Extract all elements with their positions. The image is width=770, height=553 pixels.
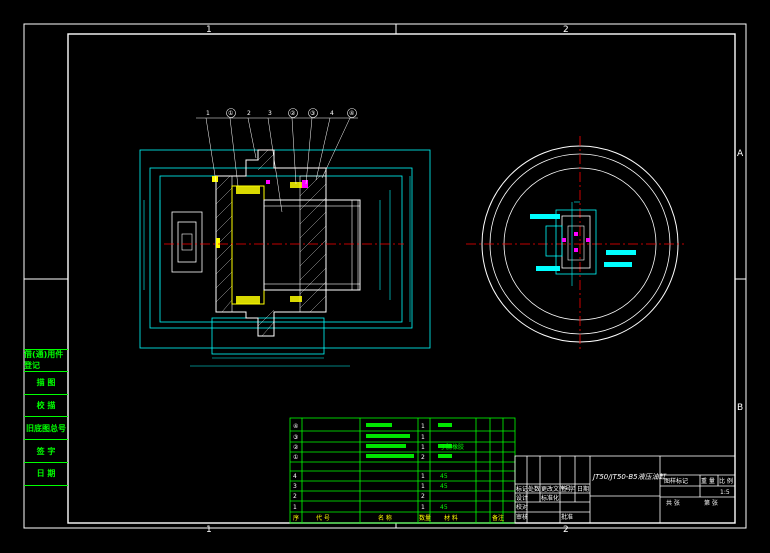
zone-bottom-2: 2	[563, 525, 569, 535]
bom-header: 序 代 号 名 称 数量 材 料 备注	[293, 514, 504, 522]
bom-head-code: 代 号	[316, 514, 330, 522]
bom-head-no: 序	[293, 514, 299, 522]
tb-marks: 标记	[516, 485, 528, 493]
balloon-circ-2: ②	[290, 110, 296, 117]
drawing-title: JT50/JT50-B5液压油缸	[591, 473, 667, 481]
tb-std: 标准化	[541, 494, 559, 502]
tb-date: 日期	[577, 485, 589, 493]
bom-cell-qty: 1	[421, 434, 425, 441]
bom-cell-no: ③	[293, 434, 298, 441]
balloon-1: 1	[206, 110, 210, 117]
left-block-cell: 日 期	[24, 463, 68, 486]
bom-cell-qty: 1	[421, 423, 425, 430]
bom-cell-material: 45	[440, 473, 448, 480]
inner-frame	[67, 33, 736, 524]
bom-cell-material: 45	[440, 483, 448, 490]
bom-cell-no: 1	[293, 504, 297, 511]
balloon-circ-4: ④	[349, 110, 354, 117]
balloon-circ-3: ③	[310, 110, 315, 117]
left-block-cell: 借(通)用件登记	[24, 349, 68, 372]
tb-sheet-of: 第 张	[704, 499, 718, 507]
tb-change-doc: 更改文件号	[541, 485, 571, 493]
revision-block: 借(通)用件登记描 图校 描旧底图总号签 字日 期	[24, 349, 68, 486]
tb-weight: 重 量	[701, 477, 715, 485]
bom-cell-qty: 2	[421, 493, 425, 500]
tb-scale: 比 例	[719, 477, 733, 485]
bom-cell-qty: 1	[421, 483, 425, 490]
end-view	[466, 136, 684, 352]
bom-table	[289, 417, 516, 524]
left-block-cell: 签 字	[24, 440, 68, 463]
bom-cell-qty: 2	[421, 454, 425, 461]
bom-cell-material: 45	[440, 504, 448, 511]
bom-cell-no: ①	[293, 454, 298, 461]
bom-head-qty: 数量	[419, 514, 431, 522]
bom-head-name: 名 称	[378, 514, 392, 522]
bom-cell-qty: 1	[421, 473, 425, 480]
zone-right-b: B	[737, 403, 743, 413]
balloon-3: 3	[268, 110, 272, 117]
tb-design: 设计	[516, 494, 528, 502]
tb-ratify: 批准	[561, 513, 573, 521]
bom-cell-material: 丁腈橡胶	[440, 443, 464, 451]
bom-cell-no: 2	[293, 493, 297, 500]
bom-cell-no: 3	[293, 483, 297, 490]
left-block-cell: 旧底图总号	[24, 417, 68, 441]
zone-top-1: 1	[206, 25, 212, 35]
zone-top-2: 2	[563, 25, 569, 35]
tb-qty: 处数	[528, 485, 540, 493]
title-block-labels: 标记 处数 更改文件号 签 字 日期 设计 校对 标准化 审核 批准 图样标记 …	[516, 477, 733, 521]
balloon-circ-1: ①	[228, 110, 233, 117]
tb-stage: 图样标记	[664, 477, 688, 485]
left-block-cell: 描 图	[24, 372, 68, 395]
bom-head-note: 备注	[492, 514, 504, 522]
bom-cell-no: ②	[293, 444, 299, 451]
tb-scale-val: 1:5	[720, 489, 730, 496]
bom-name-bars	[366, 423, 452, 458]
title-block	[514, 455, 736, 524]
left-block-cell: 校 描	[24, 395, 68, 418]
bom-cell-no: ④	[293, 423, 298, 430]
balloon-2: 2	[247, 110, 251, 117]
bom-cell-no: 4	[293, 473, 297, 480]
tb-sheet: 共 张	[666, 499, 680, 507]
bom-head-material: 材 料	[444, 514, 458, 522]
bom-rows: ④ 1 ③ 1 ② 1 丁腈橡胶 ① 2 4 1 45 3 1 45 2 2 1 1 45	[293, 423, 464, 511]
zone-bottom-1: 1	[206, 525, 212, 535]
section-view: 1 ① 2 3 ② ③ 4 ④	[139, 108, 431, 367]
tb-signature: 签 字	[561, 485, 575, 493]
tb-approve: 审核	[516, 513, 528, 521]
outer-frame	[23, 23, 747, 529]
tb-check: 校对	[516, 503, 528, 511]
bom-cell-qty: 1	[421, 444, 425, 451]
zone-right-a: A	[737, 149, 744, 159]
bom-cell-qty: 1	[421, 504, 425, 511]
balloon-4: 4	[330, 110, 334, 117]
